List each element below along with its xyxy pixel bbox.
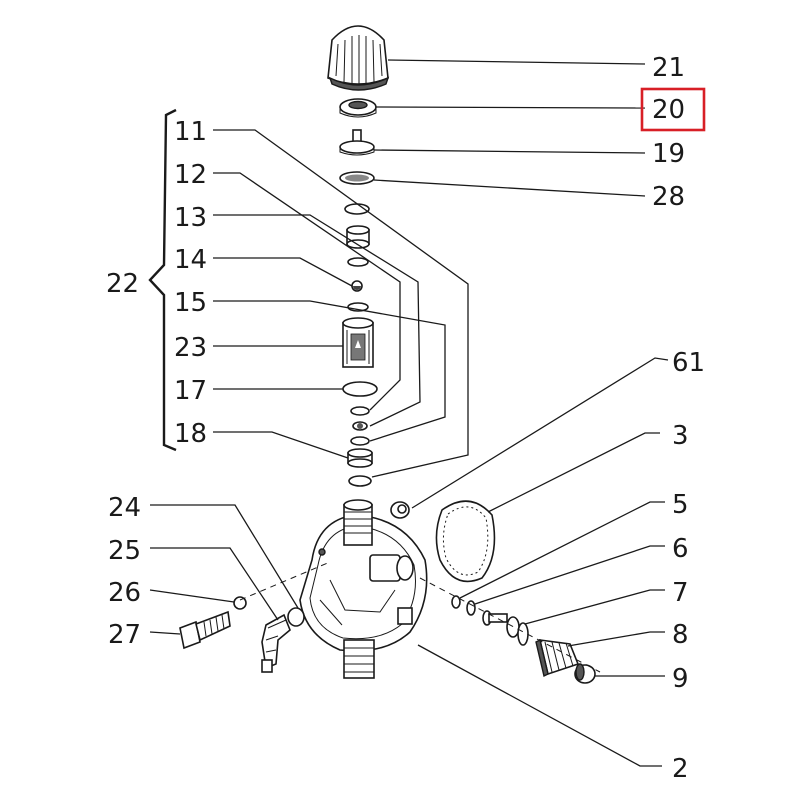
callout-28: 28 [652,182,685,212]
callout-24: 24 [108,493,141,523]
part-13-washer [347,257,369,267]
callout-9: 9 [672,664,689,694]
part-25-elbow-fitting [261,613,291,673]
callout-5: 5 [672,490,689,520]
callout-22: 22 [106,269,139,299]
part-6-washer [466,600,476,616]
part-26-washer [233,596,247,610]
assembly-centerline [239,561,601,673]
part-17-large-ring [342,381,378,397]
callout-23: 23 [174,333,207,363]
callout-8: 8 [672,620,689,650]
part-8-knurled-nut [535,638,580,678]
callout-25: 25 [108,536,141,566]
callout-26: 26 [108,578,141,608]
part-14-ball [351,280,363,292]
callout-6: 6 [672,534,689,564]
part-3-diaphragm [435,500,496,583]
part-28-filter-disc [339,171,375,185]
highlight-box-20 [640,87,706,132]
part-61-nut [390,501,410,519]
part-23-cartridge [342,317,374,368]
callout-13: 13 [174,203,207,233]
callout-3: 3 [672,421,689,451]
callout-21: 21 [652,53,685,83]
part-19-stem [339,129,375,156]
part-27-screw [179,610,231,650]
callout-11: 11 [174,117,207,147]
leader-lines [149,59,669,767]
part-24-o-ring [287,607,305,627]
part-5-washer [451,595,461,609]
o-ring-lower [348,475,372,487]
callout-12: 12 [174,160,207,190]
callout-27: 27 [108,620,141,650]
callout-14: 14 [174,245,207,275]
callout-18: 18 [174,419,207,449]
callout-2: 2 [672,754,689,784]
part-9-cap [574,663,596,684]
part-11-o-ring [344,203,370,215]
callout-19: 19 [652,139,685,169]
part-18-seat [347,448,373,468]
part-12-valve-seat [346,225,370,249]
part-2-pump-head [299,499,428,679]
part-20-ring [339,98,377,118]
part-7-stem [482,610,529,646]
small-rings-stack [350,406,370,446]
callout-15: 15 [174,288,207,318]
callout-labels: 21 20 19 28 11 12 13 14 15 22 23 17 18 6… [106,53,705,784]
callout-7: 7 [672,578,689,608]
part-21-knurled-cap [327,25,390,91]
bracket-22 [148,108,177,452]
callout-20: 20 [652,95,685,125]
callout-17: 17 [174,376,207,406]
callout-61: 61 [672,348,705,378]
